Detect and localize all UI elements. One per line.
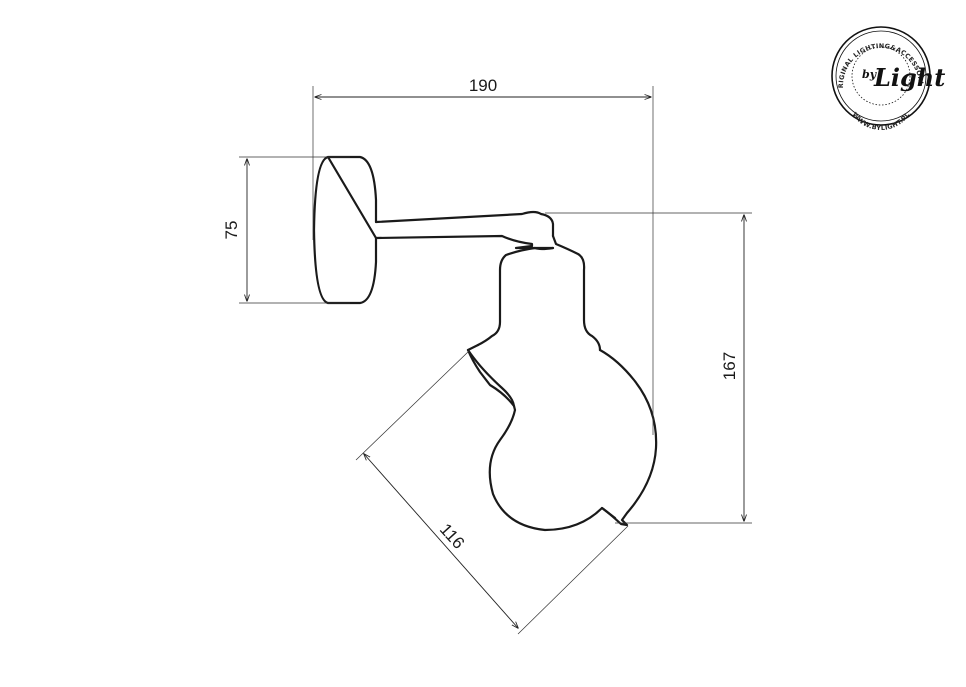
logo-brand-name: Light (873, 63, 945, 92)
logo-ring-top-text: ORIGINAL LIGHTING&ACCESSORIES (0, 0, 925, 88)
dimension-width-label: 190 (469, 76, 497, 95)
lamp-globe (466, 343, 658, 532)
dimension-total-height-label: 167 (720, 352, 739, 380)
lamp-arm (374, 210, 555, 250)
dimension-base-height-label: 75 (222, 221, 241, 240)
lamp-socket (476, 234, 602, 352)
dimension-total-height: 167 (545, 212, 752, 524)
wall-canopy (312, 155, 378, 305)
dimension-base-height: 75 (222, 156, 350, 304)
dimension-shade-length-label: 116 (436, 520, 468, 553)
bylight-logo: ORIGINAL LIGHTING&ACCESSORIES WWW.BYLIGH… (0, 0, 945, 132)
logo-brand-by: by (862, 68, 878, 81)
shade-rim (466, 348, 617, 520)
dimension-width: 190 (312, 76, 654, 435)
lamp-outline (312, 155, 658, 532)
